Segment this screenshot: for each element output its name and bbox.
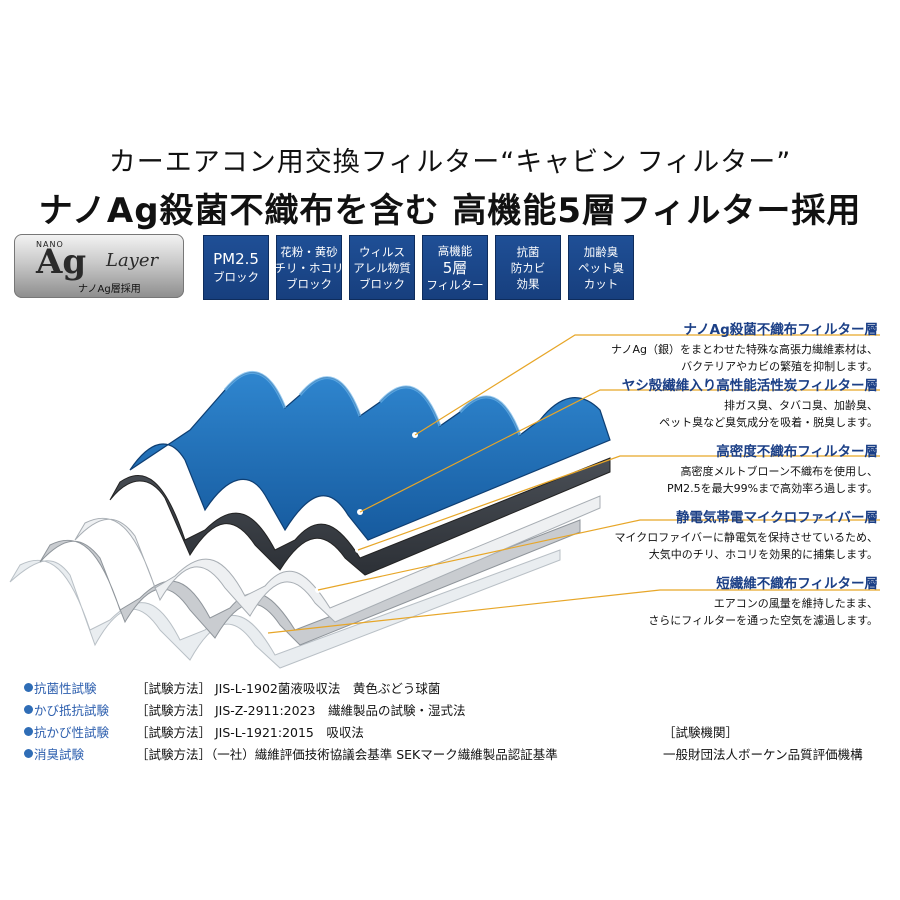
test-list: 抗菌性試験 ［試験方法］ JIS-L-1902菌液吸収法 黄色ぶどう球菌 かび抵… xyxy=(24,678,884,766)
callout-desc: マイクロファイバーに静電気を保持させているため、 xyxy=(614,531,878,544)
test-name: 消臭試験 xyxy=(34,747,85,762)
badge-line: ブロック xyxy=(286,276,332,291)
callout-nano-ag: ナノAg殺菌不織布フィルター層 ナノAg（銀）をまとわせた特殊な高張力繊維素材は… xyxy=(611,318,878,375)
callout-desc: さらにフィルターを通った空気を濾過します。 xyxy=(648,614,878,627)
nano-ag-layer-logo: NANO Ag Layer ナノAg層採用 xyxy=(14,234,184,298)
bullet-icon xyxy=(24,727,33,736)
feature-badges: PM2.5 ブロック 花粉・黄砂 チリ・ホコリ ブロック ウィルス アレル物質 … xyxy=(203,235,634,300)
test-row: 消臭試験 ［試験方法］（一社）繊維評価技術協議会基準 SEKマーク繊維製品認証基… xyxy=(24,744,884,766)
callout-desc: エアコンの風量を維持したまま、 xyxy=(713,597,878,610)
bullet-icon xyxy=(24,683,33,692)
test-name: 抗菌性試験 xyxy=(34,681,97,696)
badge-line: 効果 xyxy=(516,276,540,291)
testing-agency-label: ［試験機関］ xyxy=(663,725,739,740)
callout-title: 静電気帯電マイクロファイバー層 xyxy=(676,510,878,526)
badge-virus-allergen: ウィルス アレル物質 ブロック xyxy=(349,235,415,300)
callout-activated-carbon: ヤシ殻繊維入り高性能活性炭フィルター層 排ガス臭、タバコ臭、加齢臭、 ペット臭な… xyxy=(622,374,878,431)
badge-line: ブロック xyxy=(359,276,405,291)
subtitle: カーエアコン用交換フィルター“キャビン フィルター” xyxy=(108,147,792,178)
badge-line: 防カビ xyxy=(510,260,546,275)
callout-short-fiber: 短繊維不織布フィルター層 エアコンの風量を維持したまま、 さらにフィルターを通っ… xyxy=(648,572,878,629)
layer-short-fiber xyxy=(9,549,561,669)
logo-caption: ナノAg層採用 xyxy=(78,284,141,295)
callout-desc: ペット臭など臭気成分を吸着・脱臭します。 xyxy=(659,416,878,429)
badge-line: PM2.5 xyxy=(213,250,259,268)
test-row: 抗菌性試験 ［試験方法］ JIS-L-1902菌液吸収法 黄色ぶどう球菌 xyxy=(24,678,884,700)
badge-line: アレル物質 xyxy=(353,260,411,275)
badge-line: ウィルス xyxy=(359,244,405,259)
test-method: ［試験方法］ JIS-L-1921:2015 吸収法 xyxy=(136,725,364,740)
badge-line: ペット臭 xyxy=(578,260,624,275)
callout-title: ナノAg殺菌不織布フィルター層 xyxy=(683,322,878,338)
badge-line: 抗菌 xyxy=(516,244,540,259)
test-row: 抗かび性試験 ［試験方法］ JIS-L-1921:2015 吸収法 xyxy=(24,722,884,744)
test-method: ［試験方法］（一社）繊維評価技術協議会基準 SEKマーク繊維製品認証基準 xyxy=(136,747,558,762)
callout-desc: 大気中のチリ、ホコリを効果的に捕集します。 xyxy=(648,548,878,561)
bullet-icon xyxy=(24,705,33,714)
badge-odor-cut: 加齢臭 ペット臭 カット xyxy=(568,235,634,300)
bullet-icon xyxy=(24,749,33,758)
badge-line: 加齢臭 xyxy=(583,244,619,259)
badge-line: 5層 xyxy=(442,258,468,277)
badge-line: 花粉・黄砂 xyxy=(280,244,338,259)
badge-line: 高機能 xyxy=(437,243,473,258)
badge-line: チリ・ホコリ xyxy=(274,260,344,275)
test-row: かび抵抗試験 ［試験方法］ JIS-Z-2911:2023 繊維製品の試験・湿式… xyxy=(24,700,884,722)
badge-pollen-dust: 花粉・黄砂 チリ・ホコリ ブロック xyxy=(274,235,344,300)
filter-layers-illustration xyxy=(9,334,880,669)
logo-nano-text: NANO xyxy=(36,240,64,249)
callout-desc: 高密度メルトブローン不織布を使用し、 xyxy=(680,465,878,478)
test-method: ［試験方法］ JIS-L-1902菌液吸収法 黄色ぶどう球菌 xyxy=(136,681,441,696)
callout-title: 短繊維不織布フィルター層 xyxy=(716,576,878,592)
callout-title: ヤシ殻繊維入り高性能活性炭フィルター層 xyxy=(621,378,878,394)
badge-antibacterial: 抗菌 防カビ 効果 xyxy=(495,235,561,300)
layer-high-density xyxy=(74,495,601,623)
logo-layer-text: Layer xyxy=(106,250,159,271)
badge-5-layer-filter: 高機能 5層 フィルター xyxy=(422,235,488,300)
badge-line: フィルター xyxy=(426,277,484,292)
test-name: かび抵抗試験 xyxy=(34,703,110,718)
ridge-highlights xyxy=(223,371,522,436)
badge-line: カット xyxy=(583,276,619,291)
layer-nano-ag xyxy=(129,371,611,541)
callout-high-density: 高密度不織布フィルター層 高密度メルトブローン不織布を使用し、 PM2.5を最大… xyxy=(667,440,878,497)
callout-microfiber: 静電気帯電マイクロファイバー層 マイクロファイバーに静電気を保持させているため、… xyxy=(614,506,878,563)
test-method: ［試験方法］ JIS-Z-2911:2023 繊維製品の試験・湿式法 xyxy=(136,703,466,718)
logo-ag-text: Ag xyxy=(36,242,87,282)
badge-pm25: PM2.5 ブロック xyxy=(203,235,269,300)
badge-line: ブロック xyxy=(213,270,259,284)
callout-lines xyxy=(267,334,880,634)
test-name: 抗かび性試験 xyxy=(34,725,110,740)
layer-activated-carbon xyxy=(109,457,611,576)
callout-title: 高密度不織布フィルター層 xyxy=(716,444,878,460)
callout-desc: PM2.5を最大99%まで高効率ろ過します。 xyxy=(667,482,878,495)
callout-desc: 排ガス臭、タバコ臭、加齢臭、 xyxy=(724,399,878,412)
testing-agency-name: 一般財団法人ボーケン品質評価機構 xyxy=(663,747,863,762)
headline: ナノAg殺菌不織布を含む 高機能5層フィルター採用 xyxy=(38,191,862,231)
callout-desc: ナノAg（銀）をまとわせた特殊な高張力繊維素材は、 xyxy=(611,343,878,356)
callout-desc: バクテリアやカビの繁殖を抑制します。 xyxy=(681,360,878,373)
